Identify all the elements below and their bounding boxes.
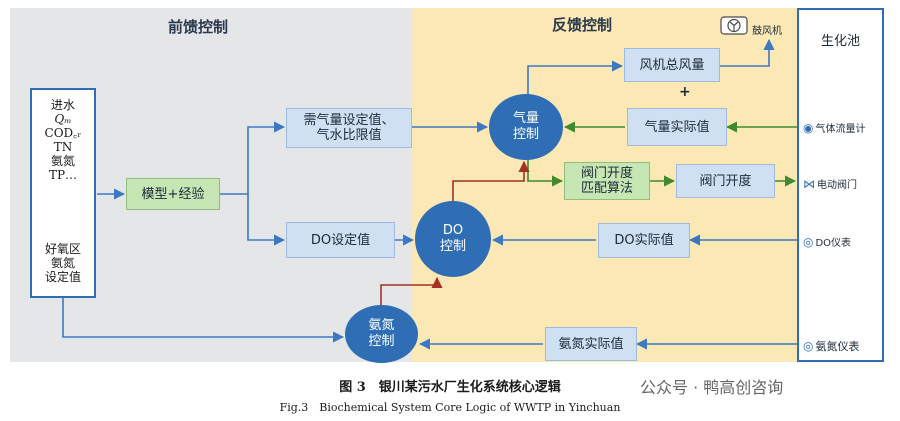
arrow-model-to-do-setpoint — [247, 194, 286, 246]
input-line: COD꜀ᵣ — [44, 126, 82, 140]
model-experience-box: 模型+经验 — [126, 178, 220, 210]
valve-algo-box: 阀门开度 匹配算法 — [564, 162, 650, 200]
air-setpoint-line: 需气量设定值、 — [303, 113, 395, 128]
do-controller-line: 控制 — [439, 239, 466, 254]
figure-caption-en: Fig.3 Biochemical System Core Logic of W… — [279, 401, 621, 414]
arrow-model-to-air-setpoint — [220, 121, 286, 195]
bio-tank-panel: 生化池 ◉气体流量计 ⋈电动阀门 ◎DO仪表 ◎氨氮仪表 — [797, 8, 884, 362]
watermark: 公众号 · 鸭高创咨询 — [640, 378, 784, 397]
ammonia-actual-box: 氨氮实际值 — [545, 327, 637, 361]
bio-tank-title: 生化池 — [820, 34, 860, 49]
feedback-title: 反馈控制 — [552, 16, 613, 34]
fan-total-air-box: 风机总风量 — [624, 48, 720, 82]
input-line: 进水 — [50, 98, 75, 112]
air-controller-node: 气量 控制 — [489, 94, 563, 160]
input-line: Qₘ — [54, 112, 72, 126]
flowmeter-item: ◉气体流量计 — [803, 120, 865, 135]
valve-icon: ⋈ — [803, 177, 815, 191]
input-line: TN — [53, 140, 73, 154]
setpoint-line: 好氧区 — [44, 242, 81, 256]
blower-label: 鼓风机 — [752, 26, 782, 37]
figure-caption-cn: 图 3 银川某污水厂生化系统核心逻辑 — [339, 380, 561, 395]
do-controller-line: DO — [442, 223, 464, 238]
ammonia-meter-icon: ◎ — [803, 339, 814, 353]
do-meter-item: ◎DO仪表 — [803, 234, 851, 249]
arrow-fan-total-to-blower — [720, 38, 775, 67]
setpoint-line: 设定值 — [44, 270, 81, 284]
arrow-ammonia-setpoint-to-ammonia-ctrl — [62, 298, 345, 343]
plus-sign: + — [679, 84, 691, 100]
arrow-air-ctrl-to-fan-total — [527, 60, 624, 96]
do-controller-node: DO 控制 — [415, 201, 491, 277]
do-setpoint-box: DO设定值 — [286, 222, 395, 258]
blower-icon — [720, 16, 748, 35]
ammonia-meter-item: ◎氨氮仪表 — [803, 338, 859, 354]
input-line: TP… — [48, 168, 78, 182]
setpoint-line: 氨氮 — [50, 256, 75, 270]
arrow-do-ctrl-to-air-ctrl — [452, 160, 530, 201]
valve-algo-line: 阀门开度 — [580, 166, 633, 181]
arrow-air-ctrl-to-valve-algo — [527, 158, 564, 187]
air-actual-box: 气量实际值 — [627, 108, 727, 146]
ammonia-controller-line: 控制 — [368, 334, 395, 349]
air-controller-line: 气量 — [512, 111, 539, 126]
do-meter-label: DO仪表 — [815, 238, 852, 249]
valve-label: 电动阀门 — [817, 180, 857, 191]
do-actual-box: DO实际值 — [598, 223, 690, 258]
input-line: 氨氮 — [50, 154, 75, 168]
air-setpoint-box: 需气量设定值、 气水比限值 — [286, 108, 412, 148]
feedforward-title: 前馈控制 — [168, 18, 229, 36]
ammonia-meter-label: 氨氮仪表 — [815, 340, 860, 353]
ammonia-controller-line: 氨氮 — [368, 318, 395, 333]
valve-algo-line: 匹配算法 — [580, 181, 633, 196]
air-setpoint-line: 气水比限值 — [316, 128, 382, 143]
valve-opening-box: 阀门开度 — [676, 164, 775, 198]
air-controller-line: 控制 — [512, 127, 539, 142]
arrow-ammonia-ctrl-to-do-ctrl — [380, 276, 443, 305]
do-meter-icon: ◎ — [803, 235, 814, 249]
ammonia-controller-node: 氨氮 控制 — [345, 305, 418, 363]
influent-input-panel: 进水 Qₘ COD꜀ᵣ TN 氨氮 TP… 好氧区 氨氮 设定值 — [30, 88, 96, 298]
valve-item: ⋈电动阀门 — [803, 176, 857, 191]
flowmeter-icon: ◉ — [803, 121, 814, 135]
flowmeter-label: 气体流量计 — [815, 124, 866, 135]
